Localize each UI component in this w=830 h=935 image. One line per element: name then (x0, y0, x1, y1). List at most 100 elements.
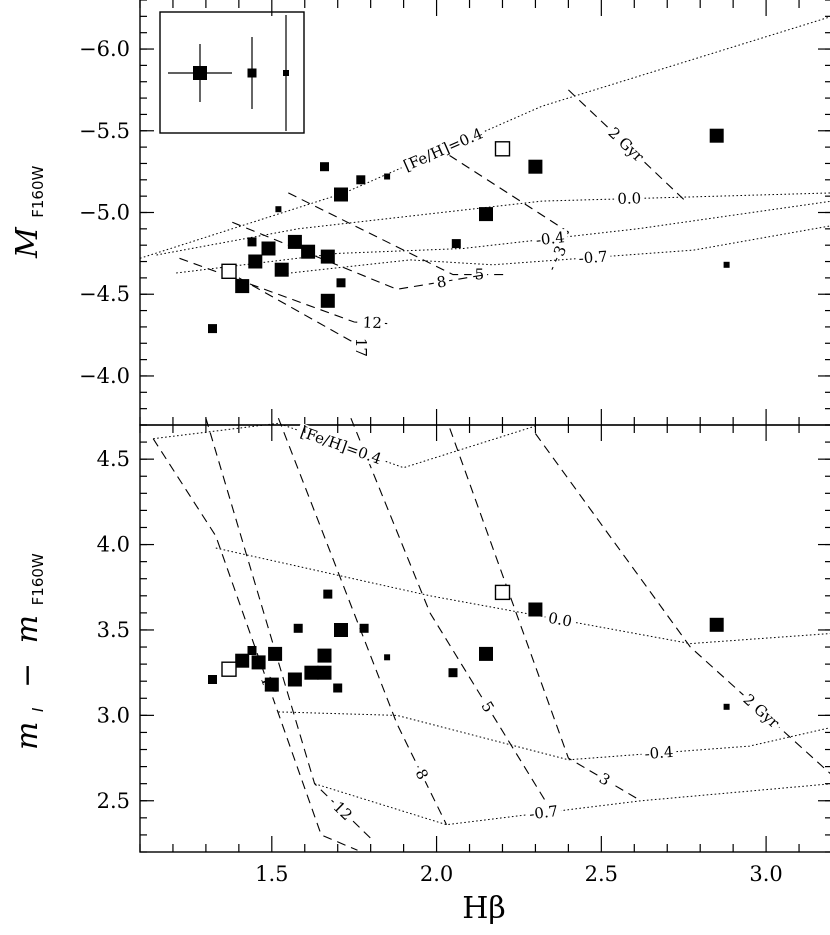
top-line-label-gap (575, 248, 612, 267)
top-y-tick-label: −5.0 (79, 201, 130, 225)
top-data-point-18 (221, 263, 237, 279)
bottom-y-tick-label: 3.5 (97, 618, 130, 642)
bottom-line-label-gap (640, 743, 677, 763)
top-line-label-gap (352, 334, 369, 360)
bottom-y-tick-label: 3.0 (97, 703, 130, 727)
bottom-line-label: 0.0 (547, 609, 574, 631)
bottom-age-line-5 (534, 433, 830, 775)
bottom-y-tick-label: 4.0 (97, 533, 130, 557)
top-data-point-14 (301, 244, 316, 259)
top-line-label-gap (432, 272, 451, 292)
bottom-data-point-7 (479, 646, 493, 661)
bottom-y-title-sub-i: I (29, 707, 47, 712)
top-metal-line-1 (156, 192, 830, 256)
bottom-data-points (208, 584, 730, 710)
top-data-point-2 (384, 173, 391, 180)
bottom-y-axis-title: m I − m F160W (10, 553, 51, 750)
top-line-label: 12 (362, 313, 382, 332)
bottom-data-point-22 (723, 703, 730, 710)
bottom-line-label-gap (295, 422, 387, 469)
bottom-line-label-gap (476, 696, 499, 718)
bottom-model-grid: 17128532 Gyr[Fe/H]=0.40.0-0.4-0.7 (152, 417, 830, 851)
bottom-data-point-1 (494, 584, 511, 601)
x-tick-label: 2.5 (585, 862, 618, 886)
top-data-point-20 (336, 278, 346, 288)
top-line-label: -0.4 (535, 228, 566, 249)
top-data-point-12 (261, 241, 276, 256)
bottom-y-title-main-1: m (10, 722, 45, 750)
top-data-point-3 (334, 187, 348, 202)
bottom-panel: 17128532 Gyr[Fe/H]=0.40.0-0.4-0.7 2.53.0… (10, 417, 830, 926)
bottom-data-point-9 (448, 668, 458, 678)
top-y-tick-label: −6.0 (79, 37, 130, 61)
bottom-data-point-13 (235, 653, 250, 668)
bottom-line-label-gap (328, 796, 358, 826)
top-line-label: 17 (352, 338, 370, 357)
bottom-line-label: -0.4 (644, 743, 674, 763)
top-age-line-1 (436, 146, 570, 270)
top-y-title-sub: F160W (29, 165, 47, 217)
inset-error-bars (168, 15, 289, 131)
top-data-point-11 (247, 237, 257, 247)
x-tick-label: 3.0 (749, 862, 782, 886)
bottom-data-point-19 (208, 675, 217, 684)
bottom-data-point-10 (247, 646, 257, 655)
top-data-point-1 (356, 175, 366, 185)
x-tick-label: 1.5 (255, 862, 288, 886)
bottom-data-point-12 (317, 648, 332, 663)
top-data-point-13 (287, 234, 302, 249)
top-line-label-gap (532, 228, 569, 249)
top-data-point-7 (494, 141, 511, 157)
bottom-metal-line-2 (278, 711, 830, 761)
bottom-data-point-16 (304, 665, 319, 680)
inset-error-marker-medium (247, 68, 257, 78)
bottom-data-point-14 (251, 655, 266, 670)
bottom-line-label-gap (543, 609, 577, 631)
inset-error-marker-large (193, 66, 207, 80)
top-line-label-gap (359, 314, 386, 332)
bottom-y-title-sub-f: F160W (29, 553, 47, 605)
error-bar-inset (159, 11, 305, 134)
top-data-point-4 (275, 206, 282, 213)
bottom-data-point-18 (287, 672, 302, 687)
bottom-panel-frame (139, 424, 830, 853)
top-line-label: 0.0 (617, 189, 641, 208)
bottom-age-line-3 (350, 417, 546, 802)
top-line-label: -0.7 (578, 247, 608, 267)
top-line-label-gap (398, 124, 488, 176)
bottom-y-tick-label: 4.5 (97, 447, 130, 471)
bottom-line-label-gap (593, 768, 616, 791)
top-line-label: [Fe/H]=0.4 (401, 124, 486, 175)
x-axis-title: Hβ (462, 891, 506, 926)
bottom-data-point-3 (709, 617, 724, 632)
bottom-data-point-4 (293, 623, 303, 633)
bottom-data-point-2 (528, 602, 543, 617)
top-age-line-5 (238, 277, 362, 349)
top-y-axis-title: M F160W (10, 165, 47, 259)
bottom-y-tick-label: 2.5 (97, 789, 130, 813)
top-line-label-gap (614, 190, 645, 208)
x-tick-label: 2.0 (420, 862, 453, 886)
bottom-data-point-8 (384, 654, 391, 661)
top-line-label: 5 (475, 266, 485, 284)
top-y-title-main: M (10, 226, 45, 259)
bottom-data-point-15 (221, 661, 237, 677)
bottom-data-point-11 (268, 646, 283, 661)
top-y-tick-label: −4.5 (79, 282, 130, 306)
top-data-point-9 (723, 261, 730, 268)
top-data-point-22 (208, 324, 217, 334)
bottom-data-point-21 (333, 683, 343, 693)
top-data-point-10 (451, 239, 461, 249)
top-data-point-15 (320, 249, 335, 264)
top-y-tick-label: −4.0 (79, 364, 130, 388)
bottom-data-point-20 (264, 677, 279, 692)
bottom-y-title-minus: − (10, 663, 45, 688)
top-line-label-gap (471, 266, 488, 283)
top-data-points (208, 128, 730, 334)
bottom-metal-line-1 (215, 547, 830, 645)
top-data-point-8 (709, 128, 724, 143)
bottom-metal-line-3 (314, 783, 830, 826)
